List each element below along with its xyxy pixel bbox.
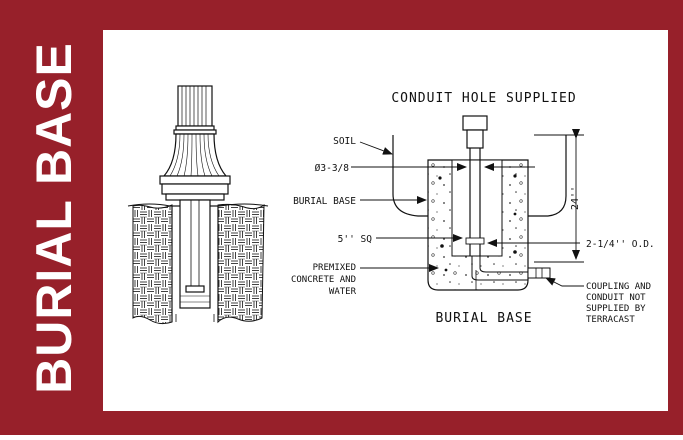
soil-label: SOIL [333,136,356,147]
coupling-label-line-1: COUPLING AND [586,282,651,292]
square-size-label: 5'' SQ [338,234,373,245]
side-title: BURIAL BASE [22,40,86,395]
side-title-text: BURIAL BASE [26,41,82,394]
outer-diameter-label: 2-1/4'' O.D. [586,239,655,250]
depth-dimension-label: 24'' [570,186,581,210]
concrete-label-line-1: PREMIXED [313,263,356,273]
concrete-label-line-3: WATER [329,287,357,297]
conduit-hole-heading: CONDUIT HOLE SUPPLIED [391,91,576,106]
burial-base-caption: BURIAL BASE [435,311,532,326]
burial-base-label: BURIAL BASE [293,196,356,207]
diameter-label: Ø3-3/8 [315,163,350,174]
coupling-label-line-4: TERRACAST [586,315,635,325]
pole-burial-illustration [127,85,269,325]
section-detail-illustration [351,115,584,291]
coupling-label-line-2: CONDUIT NOT [586,293,646,303]
coupling-label-line-3: SUPPLIED BY [586,304,646,314]
concrete-label-line-2: CONCRETE AND [291,275,356,285]
